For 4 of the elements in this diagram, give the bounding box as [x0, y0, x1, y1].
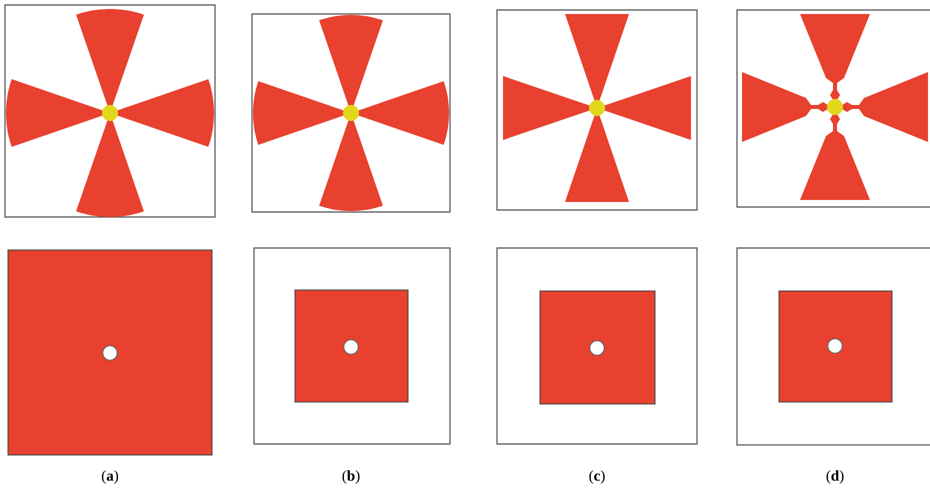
panel-label: (c)	[589, 470, 605, 484]
panel-label: (a)	[102, 470, 118, 484]
panel-label: (b)	[342, 470, 360, 484]
panel-label: (d)	[826, 470, 844, 484]
